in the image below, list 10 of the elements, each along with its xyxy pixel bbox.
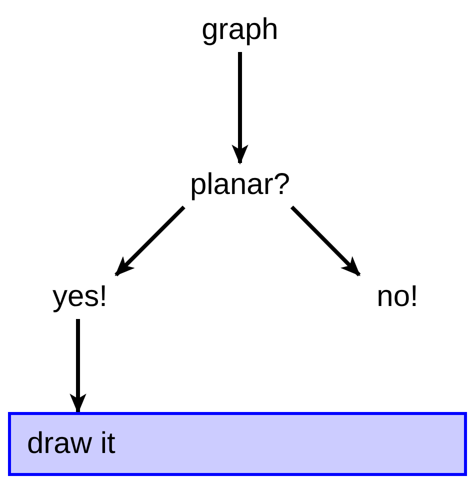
node-label: planar? [170,163,310,207]
node-label: no! [355,275,440,319]
node-label: graph [190,8,290,52]
process-box [8,412,467,476]
arrow [114,206,186,276]
node-label: draw it [27,426,116,462]
arrow [290,206,361,276]
arrow [70,319,86,414]
arrow [232,52,248,165]
node-label: yes! [40,275,120,319]
